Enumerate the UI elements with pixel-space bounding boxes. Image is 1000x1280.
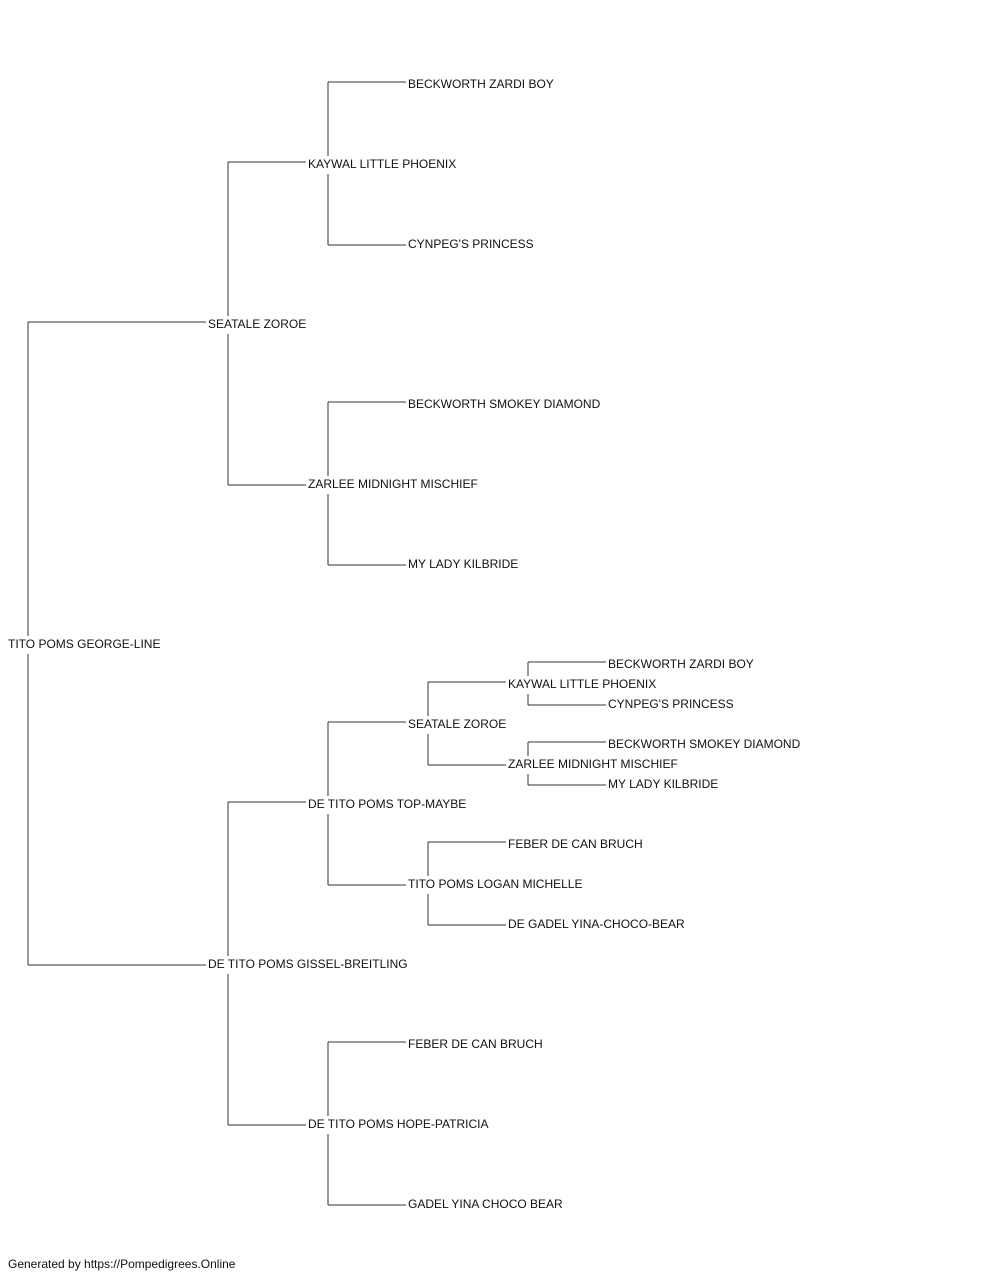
pedigree-node-sd: ZARLEE MIDNIGHT MISCHIEF — [307, 477, 479, 491]
pedigree-node-dd: DE TITO POMS HOPE-PATRICIA — [307, 1117, 490, 1131]
pedigree-node-dsd: TITO POMS LOGAN MICHELLE — [407, 877, 584, 891]
pedigree-node-dssdd: MY LADY KILBRIDE — [607, 777, 720, 791]
pedigree-node-sdd: MY LADY KILBRIDE — [407, 557, 520, 571]
pedigree-node-dssds: BECKWORTH SMOKEY DIAMOND — [607, 737, 802, 751]
pedigree-node-dsss: KAYWAL LITTLE PHOENIX — [507, 677, 658, 691]
pedigree-node-dsssd: CYNPEG'S PRINCESS — [607, 697, 735, 711]
pedigree-node-dds: FEBER DE CAN BRUCH — [407, 1037, 544, 1051]
pedigree-node-dsdd: DE GADEL YINA-CHOCO-BEAR — [507, 917, 686, 931]
pedigree-node-sds: BECKWORTH SMOKEY DIAMOND — [407, 397, 602, 411]
pedigree-node-d: DE TITO POMS GISSEL-BREITLING — [207, 957, 409, 971]
pedigree-node-ddd: GADEL YINA CHOCO BEAR — [407, 1197, 564, 1211]
pedigree-node-dssd: ZARLEE MIDNIGHT MISCHIEF — [507, 757, 679, 771]
pedigree-node-ssd: CYNPEG'S PRINCESS — [407, 237, 535, 251]
footer-credit: Generated by https://Pompedigrees.Online — [8, 1257, 236, 1271]
pedigree-node-sss: BECKWORTH ZARDI BOY — [407, 77, 555, 91]
pedigree-node-dssss: BECKWORTH ZARDI BOY — [607, 657, 755, 671]
pedigree-node-subject: TITO POMS GEORGE-LINE — [7, 637, 162, 651]
pedigree-node-ss: KAYWAL LITTLE PHOENIX — [307, 157, 458, 171]
pedigree-node-s: SEATALE ZOROE — [207, 317, 308, 331]
pedigree-node-dss: SEATALE ZOROE — [407, 717, 508, 731]
pedigree-node-ds: DE TITO POMS TOP-MAYBE — [307, 797, 468, 811]
pedigree-node-dsds: FEBER DE CAN BRUCH — [507, 837, 644, 851]
